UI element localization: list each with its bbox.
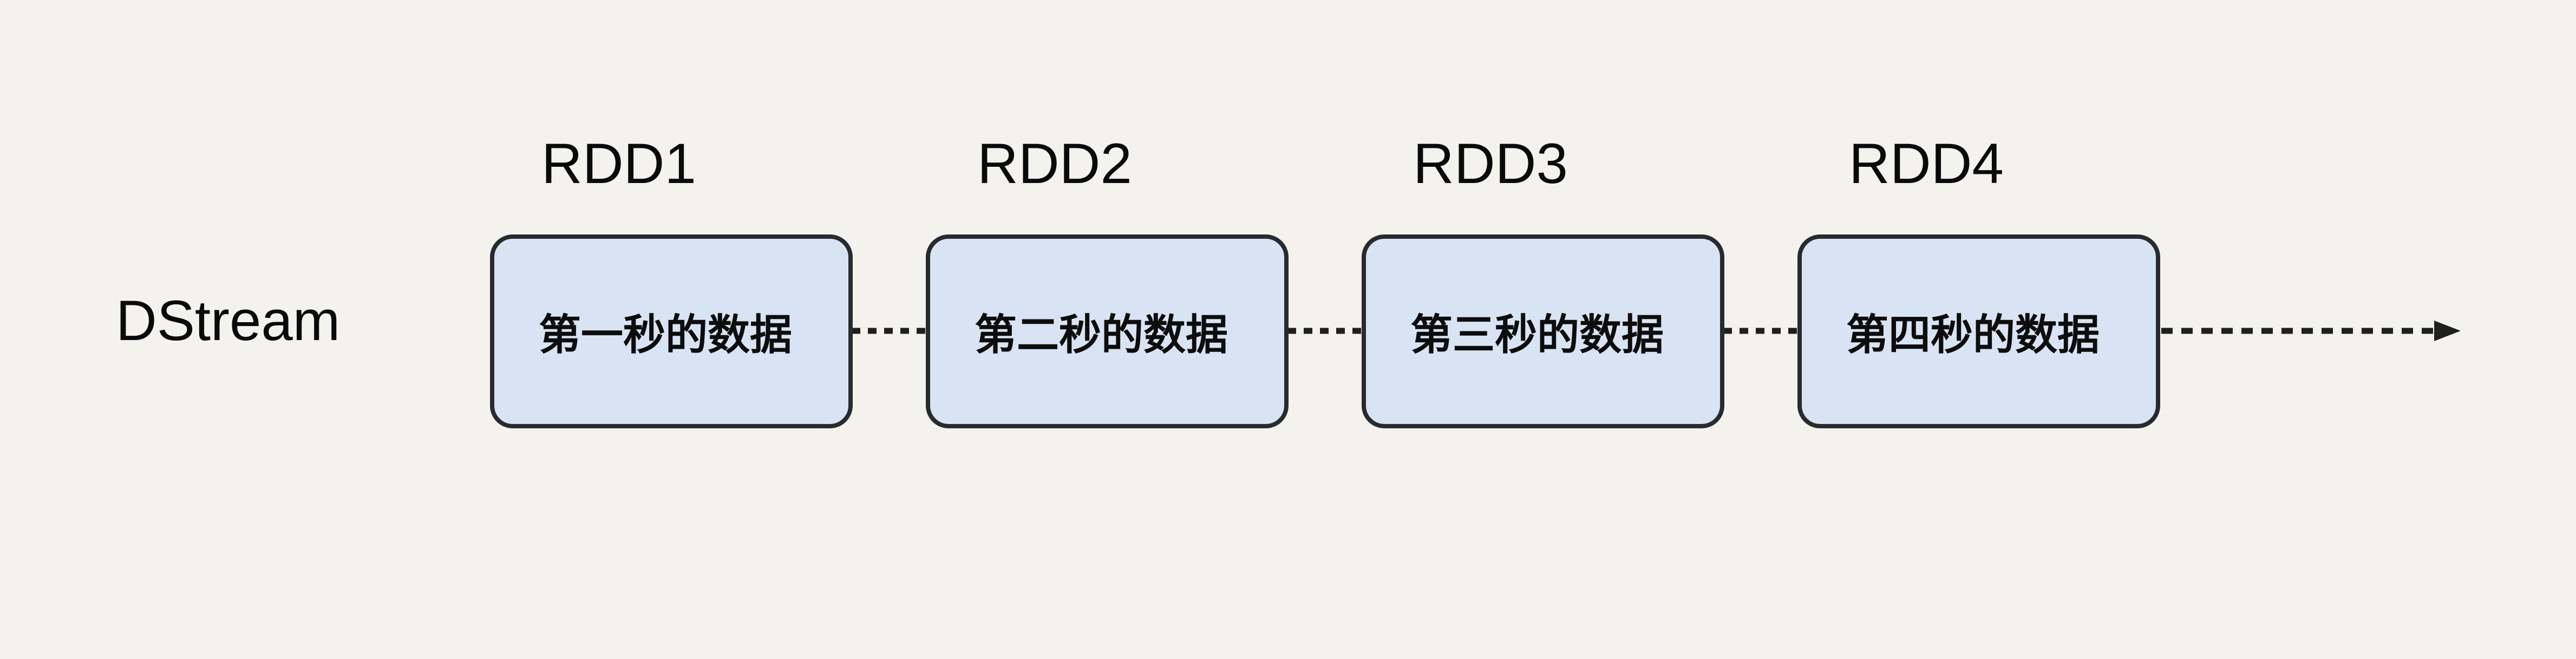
rdd4-node: 第四秒的数据 xyxy=(1797,234,2160,428)
rdd3-node-text: 第三秒的数据 xyxy=(1410,311,1664,358)
rdd2-label: RDD2 xyxy=(977,132,1132,195)
rdd2-node: 第二秒的数据 xyxy=(926,234,1289,428)
rdd4-node-text: 第四秒的数据 xyxy=(1846,311,2100,358)
rdd3-label: RDD3 xyxy=(1413,132,1568,195)
rdd3-node: 第三秒的数据 xyxy=(1362,234,1724,428)
rdd1-node-text: 第一秒的数据 xyxy=(539,311,793,358)
rdd4-label: RDD4 xyxy=(1849,132,2004,195)
flow-arrowhead-icon xyxy=(2434,321,2461,341)
rdd2-node-text: 第二秒的数据 xyxy=(975,311,1228,358)
rdd1-label: RDD1 xyxy=(541,132,696,195)
stream-label: DStream xyxy=(116,289,341,353)
rdd1-node: 第一秒的数据 xyxy=(490,234,853,428)
